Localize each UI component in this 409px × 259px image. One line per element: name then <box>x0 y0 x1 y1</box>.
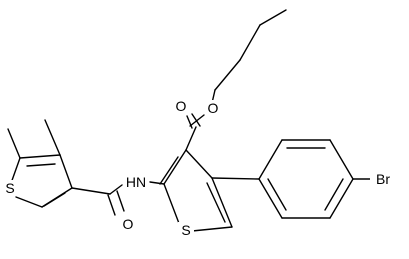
bond-nh-carbonyl-c <box>109 184 123 195</box>
bond-c2-nh <box>149 181 165 185</box>
bond-ring2-c3-c2 <box>163 149 187 185</box>
bond-ring2-c2-c3-inner <box>159 156 179 185</box>
bond-phenyl-1 <box>258 139 283 180</box>
bonds <box>7 9 371 232</box>
bond-amide-c-ring1 <box>71 187 111 195</box>
bond-amide-c-o-a <box>107 194 116 216</box>
bond-ring1-c2-s <box>15 196 43 208</box>
bond-ring2-c3-c4 <box>185 149 213 179</box>
bond-phenyl-3 <box>329 139 354 180</box>
bond-propyl-3 <box>214 59 241 91</box>
atom-ester-ether-oxygen: O <box>208 100 219 116</box>
bond-ring2-c5-c4-inner <box>206 182 226 223</box>
bond-ring2-s-c5 <box>191 226 233 232</box>
atom-center-ring-sulfur: S <box>181 222 190 238</box>
bond-phenyl-4 <box>329 178 354 219</box>
bond-ring1-c3-c2-inner <box>43 192 66 207</box>
bond-ring2-c5-c4 <box>211 177 233 228</box>
atom-amide-nh: HN <box>126 174 146 190</box>
bond-ring1-c3-c4 <box>59 154 73 189</box>
bond-carbonyl-double-b <box>191 113 201 127</box>
bond-phenyl-6 <box>258 178 283 219</box>
atom-amide-oxygen: O <box>123 216 134 232</box>
bond-propyl-2 <box>239 24 261 61</box>
bond-ring1-c5-c4-inner <box>26 163 56 167</box>
bond-carbonyl-double-a <box>186 115 193 129</box>
bond-propyl-1 <box>259 9 287 26</box>
atom-left-ring-sulfur: S <box>5 180 14 196</box>
atom-ester-carbonyl-oxygen: O <box>176 98 187 114</box>
bond-phenyl-inner-3 <box>267 178 287 211</box>
bond-phenyl-inner-2 <box>324 178 344 211</box>
atom-bromine: Br <box>376 171 390 187</box>
bond-carbonyl-c-ring <box>185 126 197 151</box>
bond-ring2-c2-s <box>163 183 181 227</box>
bond-methyl-c4 <box>44 119 61 156</box>
atom-labels: O O O HN S S Br <box>2 98 396 238</box>
bond-methyl-c5 <box>7 128 21 159</box>
bond-amide-c-o-b <box>116 190 125 212</box>
bond-c4-aryl <box>211 177 260 180</box>
bond-ring1-c5-c4 <box>19 154 61 159</box>
